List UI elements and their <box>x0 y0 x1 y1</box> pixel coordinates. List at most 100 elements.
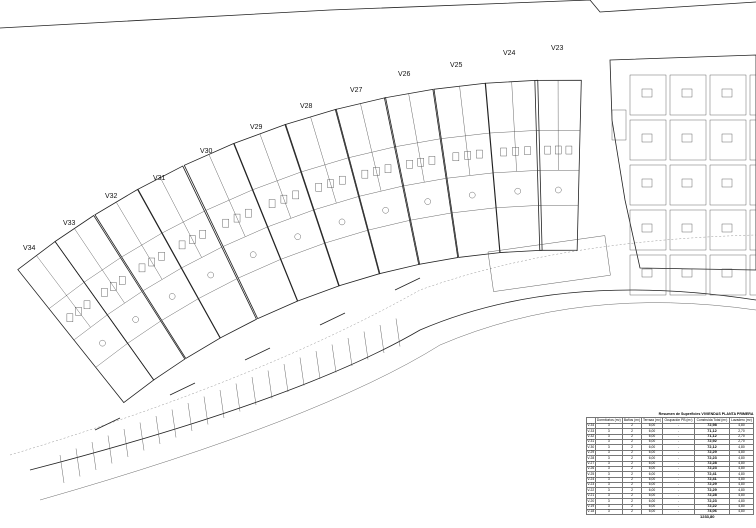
ramp-line <box>394 277 421 291</box>
house-outline <box>284 108 381 287</box>
table-icon <box>382 207 389 214</box>
house-unit: V30 <box>183 143 298 320</box>
ramp-line <box>244 347 271 361</box>
interior-wall <box>324 229 369 244</box>
apartment-room <box>629 119 667 161</box>
pool-area <box>487 235 611 292</box>
house-unit: V25 <box>433 62 501 258</box>
apartment-room <box>669 74 707 116</box>
interior-wall <box>127 320 161 344</box>
ramp-line <box>94 417 121 431</box>
table-cell: 6,00 <box>641 508 663 516</box>
interior-wall <box>402 178 447 187</box>
unit-label: V23 <box>551 45 564 52</box>
parking-stall-line <box>203 396 209 425</box>
furniture-icon <box>721 268 733 278</box>
table-title: Resumen de Superficies VIVIENDAS PLANTA … <box>658 412 754 417</box>
interior-wall <box>409 212 452 221</box>
apartment-room <box>709 254 747 296</box>
interior-wall <box>73 314 108 341</box>
furniture-icon <box>66 313 74 322</box>
apartment-room <box>749 74 756 116</box>
furniture-icon <box>138 263 146 273</box>
apartment-room <box>709 74 747 116</box>
house-outline <box>334 97 421 275</box>
interior-wall <box>238 259 281 279</box>
furniture-icon <box>233 213 241 223</box>
house-unit: V26 <box>383 71 459 265</box>
house-unit: V29 <box>233 123 340 302</box>
furniture-icon <box>406 160 413 169</box>
house-outline <box>433 82 501 258</box>
furniture-icon <box>178 240 186 250</box>
party-wall <box>74 228 125 304</box>
table-cell: 3 <box>594 508 623 516</box>
table-cell: V-18 <box>586 508 596 516</box>
parking-stall-line <box>171 409 177 438</box>
parking-stall-line <box>235 383 241 412</box>
unit-label: V28 <box>300 103 313 110</box>
table-cell: - <box>661 508 695 516</box>
apartment-room <box>669 119 707 161</box>
furniture-icon <box>280 194 288 204</box>
parking-stall-line <box>219 389 225 419</box>
interior-wall <box>95 343 128 368</box>
party-wall <box>159 177 202 258</box>
house-outline <box>17 240 155 404</box>
parking-stall-line <box>107 435 113 464</box>
furniture-icon <box>428 156 436 165</box>
parking-stall-line <box>283 363 289 393</box>
furniture-icon <box>110 282 117 291</box>
interior-wall <box>107 291 143 315</box>
house-unit: V32 <box>94 188 221 359</box>
parking-stall-line <box>267 370 273 399</box>
furniture-icon <box>500 147 507 157</box>
apartment-room <box>629 254 667 296</box>
unit-label: V25 <box>450 62 463 69</box>
table-icon <box>469 191 476 199</box>
parking-stalls <box>59 277 421 484</box>
parking-stall-line <box>251 376 257 406</box>
furniture-icon <box>189 235 196 244</box>
house-unit: V28 <box>284 103 381 287</box>
furniture-icon <box>361 169 369 179</box>
parking-stall-line <box>331 344 337 373</box>
parking-stall-line <box>91 441 97 471</box>
interior-wall <box>313 196 360 211</box>
interior-wall <box>142 267 182 291</box>
interior-wall <box>358 185 404 197</box>
furniture-icon <box>222 218 229 228</box>
house-outline <box>183 143 298 320</box>
apartment-room <box>749 164 756 206</box>
parking-stall-line <box>155 415 161 445</box>
surface-summary-table: Resumen de Superficies VIVIENDAS PLANTA … <box>586 412 755 516</box>
interior-wall <box>496 205 541 208</box>
party-wall <box>115 201 163 280</box>
furniture-icon <box>417 158 424 167</box>
furniture-icon <box>245 208 252 218</box>
furniture-icon <box>544 145 551 155</box>
unit-label: V33 <box>63 220 76 227</box>
table-icon <box>99 339 106 347</box>
parking-stall-line <box>315 350 321 380</box>
interior-wall <box>447 172 493 179</box>
unit-label: V24 <box>503 50 516 57</box>
table-icon <box>424 198 431 205</box>
furniture-icon <box>555 145 562 155</box>
unit-label: V30 <box>200 148 213 155</box>
unit-label: V32 <box>105 193 118 200</box>
unit-label: V29 <box>250 124 263 131</box>
apartment-room <box>749 254 756 296</box>
parking-stall-line <box>123 428 129 458</box>
apartment-room <box>749 119 756 161</box>
stair-icon <box>611 109 627 141</box>
table-icon <box>168 293 176 300</box>
apartment-room <box>629 209 667 251</box>
ramp-line <box>319 312 346 326</box>
interior-wall <box>280 242 326 260</box>
furniture-icon <box>101 288 108 297</box>
table-icon <box>555 186 562 194</box>
furniture-icon <box>641 268 653 278</box>
